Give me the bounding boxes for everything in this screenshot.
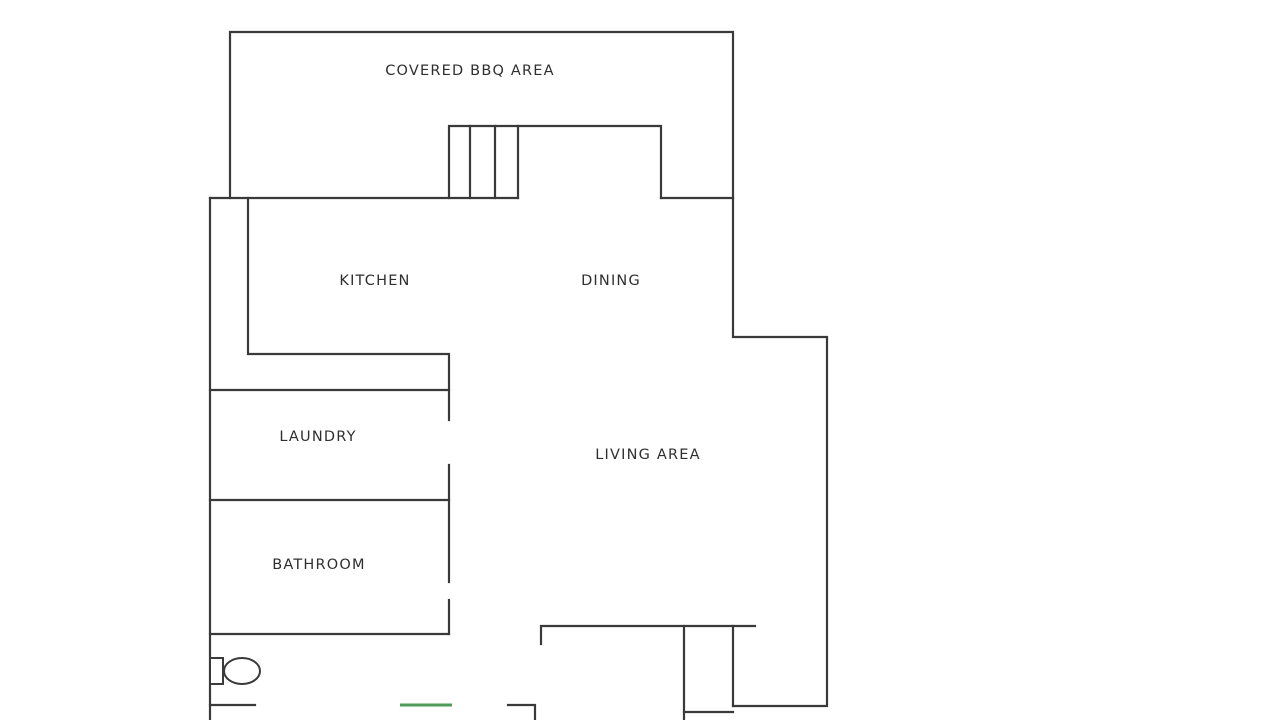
label-laundry: LAUNDRY [279,429,356,445]
toilet-icon [209,657,261,685]
label-living-area: LIVING AREA [595,447,701,463]
house-walls [208,196,829,720]
label-kitchen: KITCHEN [339,273,410,289]
steps [447,124,663,200]
covered-bbq-walls [228,30,735,200]
label-covered-bbq: COVERED BBQ AREA [385,63,555,79]
label-bathroom: BATHROOM [272,557,366,573]
label-dining: DINING [581,273,641,289]
